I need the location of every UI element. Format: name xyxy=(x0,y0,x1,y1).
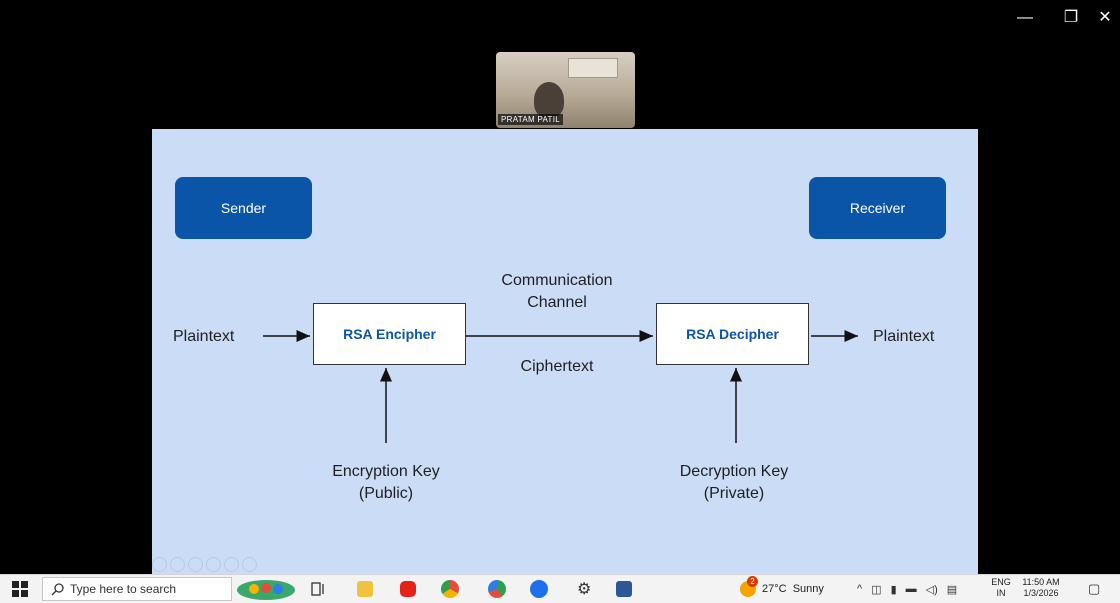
channel-label-line1: Communication xyxy=(501,272,613,289)
battery-icon[interactable]: ▮ xyxy=(890,583,897,596)
chrome-button[interactable] xyxy=(441,575,459,603)
sun-icon: 2 xyxy=(740,576,758,597)
meet-button[interactable] xyxy=(530,575,548,603)
next-slide-icon[interactable] xyxy=(170,557,185,572)
taskbar-search[interactable]: Type here to search xyxy=(42,577,232,601)
youtube-button[interactable] xyxy=(400,575,416,603)
encryption-key-line2: (Public) xyxy=(358,485,414,502)
settings-button[interactable]: ⚙ xyxy=(577,575,591,603)
decryption-key-line1: Decryption Key xyxy=(679,463,789,480)
chrome-profile-icon xyxy=(488,580,506,598)
previous-slide-icon[interactable] xyxy=(152,557,167,572)
background-frame xyxy=(568,58,618,78)
close-button[interactable]: ✕ xyxy=(1098,9,1112,26)
language-line2: IN xyxy=(996,588,1006,598)
decryption-key-line2: (Private) xyxy=(703,485,765,502)
weather-text: 27°C Sunny xyxy=(762,583,824,595)
start-button[interactable] xyxy=(12,575,28,603)
network-icon[interactable]: ▬ xyxy=(905,583,917,595)
file-explorer-button[interactable] xyxy=(357,575,373,603)
slides-grid-icon[interactable] xyxy=(206,557,221,572)
weather-widget[interactable]: 2 27°C Sunny xyxy=(740,575,824,603)
language-indicator[interactable]: ENG IN xyxy=(990,577,1012,599)
chevron-up-icon[interactable]: ^ xyxy=(857,583,863,595)
participant-video[interactable]: PRATAM PATIL xyxy=(496,52,635,128)
ciphertext-label: Ciphertext xyxy=(520,358,594,375)
widgets-button[interactable] xyxy=(236,575,296,603)
search-placeholder: Type here to search xyxy=(70,582,177,596)
windows-icon xyxy=(12,581,28,597)
notification-icon: ▢ xyxy=(1088,581,1101,596)
encryption-key-label: Encryption Key (Public) xyxy=(306,461,466,505)
word-icon xyxy=(616,581,632,597)
pen-icon[interactable] xyxy=(188,557,203,572)
meet-now-icon[interactable]: ◫ xyxy=(871,583,882,596)
participant-name: PRATAM PATIL xyxy=(498,114,564,125)
chrome-icon xyxy=(441,580,459,598)
encryption-key-line1: Encryption Key xyxy=(332,463,440,480)
widgets-art-icon xyxy=(237,580,295,600)
word-button[interactable] xyxy=(616,575,632,603)
chrome-profile-button[interactable] xyxy=(488,575,506,603)
language-line1: ENG xyxy=(991,577,1011,587)
task-view-icon xyxy=(311,582,324,596)
plaintext-input-label: Plaintext xyxy=(173,328,235,345)
clock-date: 1/3/2026 xyxy=(1023,588,1059,598)
task-view-button[interactable] xyxy=(311,575,327,603)
folder-icon xyxy=(357,581,373,597)
clock-time: 11:50 AM xyxy=(1022,577,1060,587)
channel-label: Communication Channel xyxy=(482,270,632,314)
gear-icon: ⚙ xyxy=(577,581,592,598)
search-icon xyxy=(51,582,64,595)
volume-icon[interactable]: ◁) xyxy=(925,583,938,596)
system-tray: ^ ◫ ▮ ▬ ◁) ▤ xyxy=(857,575,957,603)
youtube-icon xyxy=(400,581,416,597)
slide-toolbar xyxy=(152,557,257,572)
keyboard-icon[interactable]: ▤ xyxy=(946,583,958,596)
channel-label-line2: Channel xyxy=(527,294,587,311)
clock[interactable]: 11:50 AM 1/3/2026 xyxy=(1014,577,1068,599)
sender-box: Sender xyxy=(175,177,312,239)
decryption-key-label: Decryption Key (Private) xyxy=(654,461,814,505)
zoom-icon[interactable] xyxy=(224,557,239,572)
participant-silhouette xyxy=(534,82,564,118)
rsa-encipher-box: RSA Encipher xyxy=(313,303,466,365)
meet-icon xyxy=(530,580,548,598)
weather-badge: 2 xyxy=(747,576,758,587)
shared-slide: Sender Receiver RSA Encipher RSA Deciphe… xyxy=(152,129,978,574)
restore-button[interactable]: ❐ xyxy=(1063,9,1079,26)
diagram-arrows xyxy=(263,330,858,443)
taskbar: Type here to search ⚙ 2 xyxy=(0,574,1120,603)
more-options-icon[interactable] xyxy=(242,557,257,572)
rsa-decipher-box: RSA Decipher xyxy=(656,303,809,365)
plaintext-output-label: Plaintext xyxy=(873,328,935,345)
notifications-button[interactable]: ▢ xyxy=(1088,575,1100,603)
receiver-box: Receiver xyxy=(809,177,946,239)
minimize-button[interactable]: — xyxy=(1017,9,1033,26)
